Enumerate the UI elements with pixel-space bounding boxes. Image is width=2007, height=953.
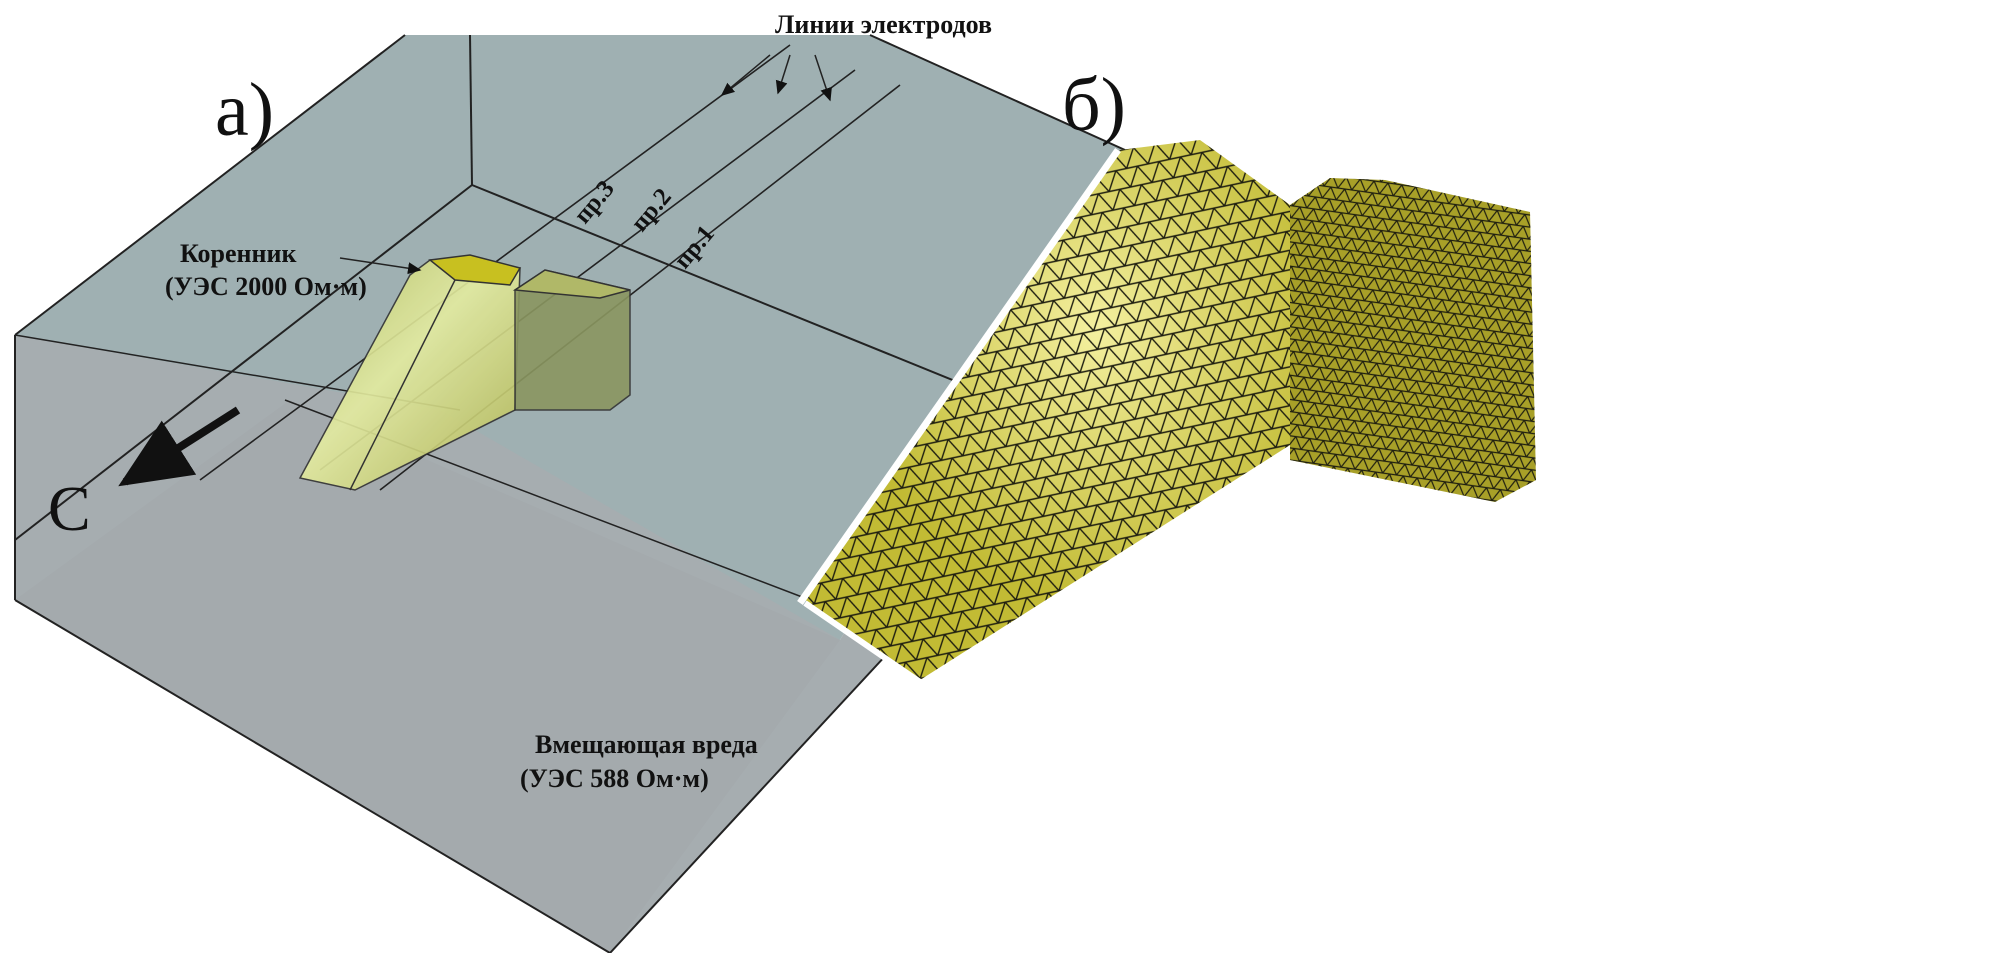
panel-a-label: а)	[215, 68, 274, 152]
box-front-shade	[15, 400, 840, 953]
host-rock-resistivity: (УЭС 588 Ом·м)	[520, 764, 709, 793]
annotation-arrows	[339, 54, 832, 275]
mesh-model	[797, 140, 1536, 685]
north-arrow-icon	[118, 406, 241, 487]
root-body-label: Коренник	[180, 239, 296, 268]
root-body	[298, 254, 631, 491]
north-label: С	[48, 473, 91, 544]
root-body-resistivity: (УЭС 2000 Ом·м)	[165, 272, 367, 301]
electrode-lines-title: Линии электродов	[775, 10, 992, 39]
panel-b-label: б)	[1062, 63, 1126, 147]
host-rock-label: Вмещающая вреда	[535, 730, 758, 759]
